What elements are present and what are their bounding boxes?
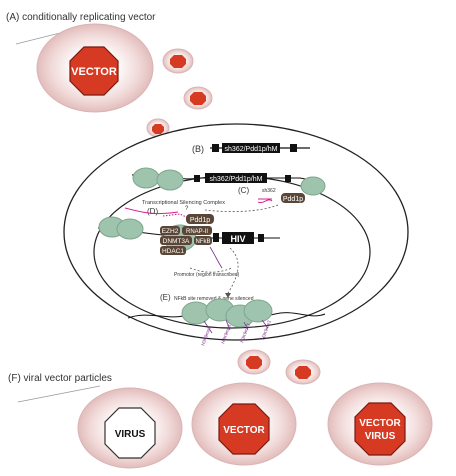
vector-virus-top-label: VECTOR	[359, 418, 401, 429]
small-vector-particle	[162, 48, 194, 74]
hdac1-label: HDAC1	[162, 248, 184, 255]
vector-octagon-large: VECTOR	[69, 46, 119, 96]
panel-c-chromatin: sh362/Pdd1p/hM (C) sh362 Pdd1p	[131, 167, 326, 212]
nucleosome	[132, 167, 160, 189]
vector-particle: VECTOR	[191, 382, 297, 466]
construct-b-label: sh362/Pdd1p/hM	[225, 146, 278, 153]
silenced-caption: NFkB site removed & gene silenced	[174, 296, 254, 302]
question-mark: ?	[185, 206, 189, 212]
methyl-marks	[209, 246, 223, 269]
budding-particle	[285, 359, 321, 385]
nucleosome	[243, 299, 273, 323]
panel-c-label: (C)	[238, 186, 249, 195]
panel-e-label: (E)	[160, 293, 171, 302]
small-vector-particles	[146, 48, 213, 138]
promotor-label: Promotor (region transcribed)	[174, 272, 240, 278]
budding-particle	[237, 349, 271, 375]
complex-title: Transcriptional Silencing Complex	[142, 200, 225, 206]
dnmt3a-label: DNMT3A	[163, 238, 190, 245]
panel-f-underline	[17, 385, 101, 403]
virus-label: VIRUS	[115, 429, 146, 440]
panel-a-title: (A) conditionally replicating vector	[6, 12, 156, 23]
arrow-d-to-e	[227, 247, 239, 294]
ezh2-label: EZH2	[162, 228, 179, 235]
vector-virus-bottom-label: VIRUS	[365, 431, 396, 442]
h3k9me3-mark: H3K9me3	[239, 322, 251, 343]
panel-b-construct: (B) sh362/Pdd1p/hM	[192, 143, 310, 154]
panel-b-label: (B)	[192, 144, 204, 154]
rna-strand	[124, 207, 179, 215]
hiv-label: HIV	[230, 234, 245, 244]
nucleosome	[116, 218, 144, 240]
panel-d-complex: Transcriptional Silencing Complex (D) ? …	[97, 200, 280, 298]
panel-d-label: (D)	[147, 207, 158, 216]
pdd1p-label: Pdd1p	[190, 217, 210, 224]
h3k9me3-mark: H3K9me3	[200, 325, 212, 346]
panel-f: (F) viral vector particles VIRUS VECTOR …	[8, 373, 433, 469]
nucleosome	[300, 176, 326, 196]
nucleosome	[181, 301, 211, 325]
h3k9me3-mark: H3K9me3	[260, 319, 272, 340]
arrow-c-to-d	[204, 204, 279, 212]
vector-f-label: VECTOR	[223, 425, 265, 436]
virus-particle: VIRUS	[77, 387, 183, 469]
rnap2-label: RNAP-II	[186, 229, 208, 235]
panel-a: (A) conditionally replicating vector VEC…	[6, 12, 156, 113]
nfkb-label: NFkB	[196, 239, 211, 245]
small-vector-particle	[146, 118, 170, 138]
h3k9me3-mark: H3K9me3	[220, 323, 232, 344]
vector-virus-particle: VECTOR VIRUS	[327, 382, 433, 466]
construct-c-label: sh362/Pdd1p/hM	[210, 176, 263, 183]
nucleosome	[156, 169, 184, 191]
vector-label: VECTOR	[71, 66, 117, 78]
panel-e-silenced: (E) NFkB site removed & gene silenced H3…	[127, 293, 326, 346]
small-vector-particle	[183, 86, 213, 110]
sh362-label: sh362	[262, 188, 276, 194]
panel-f-title: (F) viral vector particles	[8, 373, 112, 384]
pdd1p-c-label: Pdd1p	[283, 196, 303, 203]
budding-particles	[237, 349, 321, 385]
